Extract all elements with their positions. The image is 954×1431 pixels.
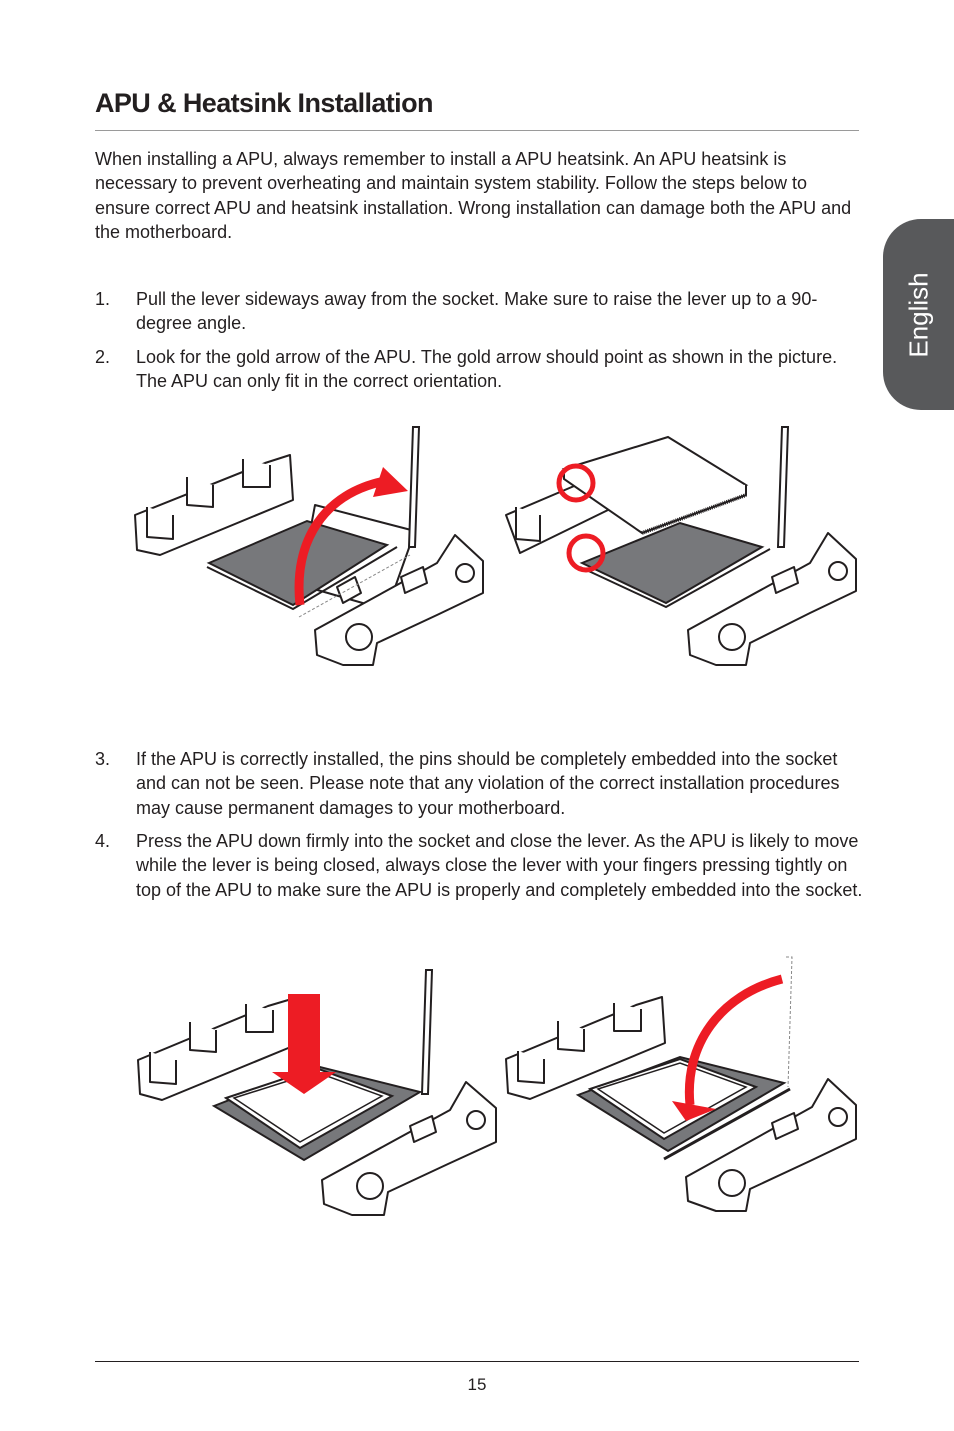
apu-alignment-figure — [505, 426, 857, 666]
step-text: If the APU is correctly installed, the p… — [136, 749, 840, 818]
press-down-arrow-icon — [272, 994, 336, 1094]
step-item: 3. If the APU is correctly installed, th… — [95, 747, 865, 820]
gold-arrow-marker-icon — [556, 463, 596, 503]
step-text: Look for the gold arrow of the APU. The … — [136, 347, 838, 392]
page-number: 15 — [467, 1375, 487, 1394]
intro-paragraph: When installing a APU, always remember t… — [95, 149, 852, 242]
apu-press-down-figure — [137, 969, 497, 1216]
lever-up-arrow-head-icon — [373, 467, 408, 497]
step-number: 2. — [95, 347, 111, 367]
lever-up-arrow-icon — [294, 476, 386, 606]
apu-chip-icon — [561, 435, 749, 535]
socket-corner-marker-icon — [566, 533, 606, 573]
step-item: 4. Press the APU down firmly into the so… — [95, 829, 865, 902]
lever-closing-figure — [505, 956, 857, 1212]
step-number: 3. — [95, 749, 111, 769]
step-text: Press the APU down firmly into the socke… — [136, 831, 863, 900]
language-tab: English — [883, 219, 954, 410]
lever-raised-figure — [134, 426, 484, 666]
page-title: APU & Heatsink Installation — [95, 88, 433, 118]
title-divider — [95, 130, 859, 131]
step-number: 4. — [95, 831, 111, 851]
footer-divider — [95, 1361, 859, 1362]
step-number: 1. — [95, 289, 111, 309]
apu-chip-icon — [587, 1057, 759, 1141]
step-text: Pull the lever sideways away from the so… — [136, 289, 818, 334]
step-item: 1. Pull the lever sideways away from the… — [95, 287, 865, 336]
step-item: 2. Look for the gold arrow of the APU. T… — [95, 345, 865, 394]
language-tab-label: English — [903, 271, 933, 358]
lever-close-arrow-icon — [684, 974, 784, 1106]
lever-close-arrow-head-icon — [672, 1101, 716, 1121]
